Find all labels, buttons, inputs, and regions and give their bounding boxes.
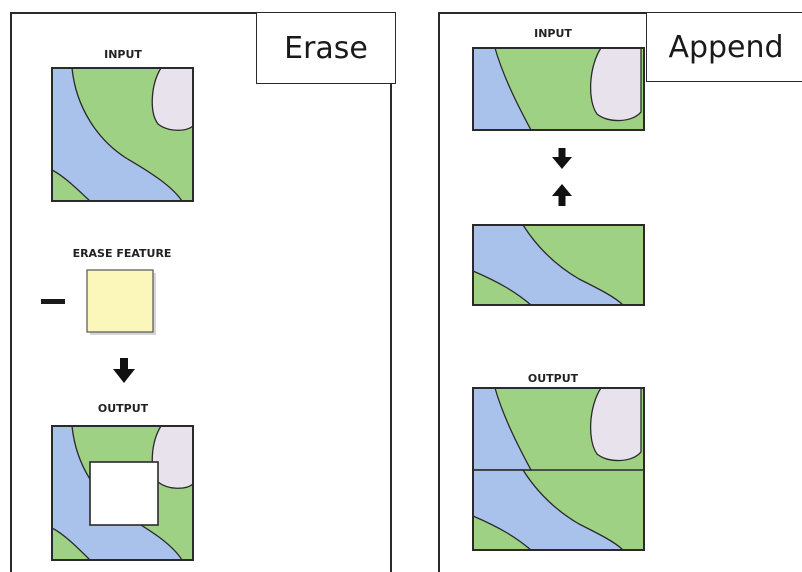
erase-feature-label: ERASE FEATURE — [72, 247, 172, 260]
erase-feature-square — [86, 269, 156, 335]
map-frame — [472, 47, 645, 131]
map-frame — [472, 387, 645, 551]
erased-hole — [89, 461, 159, 526]
map-frame — [51, 67, 194, 202]
append-input-map-top — [472, 47, 645, 131]
erase-output-map — [51, 425, 194, 561]
append-input-label: INPUT — [534, 27, 572, 40]
append-output-label: OUTPUT — [527, 372, 579, 385]
river-area — [51, 67, 184, 202]
erase-input-label: INPUT — [104, 48, 142, 61]
lake-area — [589, 47, 642, 122]
append-output-map — [472, 387, 645, 551]
lake-area — [589, 387, 642, 462]
erase-feature-fill — [86, 269, 154, 333]
down-arrow-icon — [552, 148, 572, 169]
river-area — [472, 224, 625, 306]
append-title: Append — [646, 12, 802, 82]
erase-output-label: OUTPUT — [97, 402, 149, 415]
river-area — [51, 425, 184, 561]
lake-area — [151, 67, 194, 131]
erase-input-map — [51, 67, 194, 202]
river-area-bottom — [472, 469, 625, 551]
down-arrow-icon — [113, 358, 135, 383]
up-arrow-icon — [552, 184, 572, 206]
erase-title: Erase — [256, 12, 396, 84]
map-frame — [472, 224, 645, 306]
minus-icon — [41, 299, 65, 304]
append-input-map-bottom — [472, 224, 645, 306]
